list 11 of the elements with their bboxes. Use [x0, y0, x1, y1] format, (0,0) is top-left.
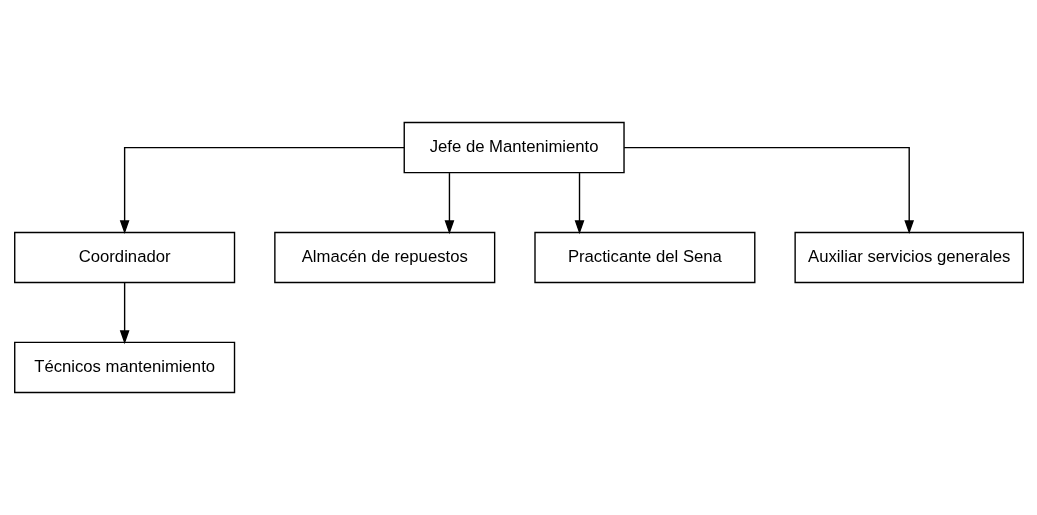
node-box: Técnicos mantenimiento [13, 341, 235, 394]
arrow [119, 146, 405, 235]
arrow [444, 172, 454, 235]
node-box: Almacén de repuestos [273, 231, 495, 284]
arrow [623, 146, 914, 235]
node-box: Auxiliar servicios generales [793, 231, 1024, 284]
node-box: Jefe de Mantenimiento [403, 121, 625, 174]
node-box: Coordinador [13, 231, 235, 284]
arrow [119, 282, 129, 345]
arrow [574, 172, 584, 235]
node-box: Practicante del Sena [533, 231, 755, 284]
